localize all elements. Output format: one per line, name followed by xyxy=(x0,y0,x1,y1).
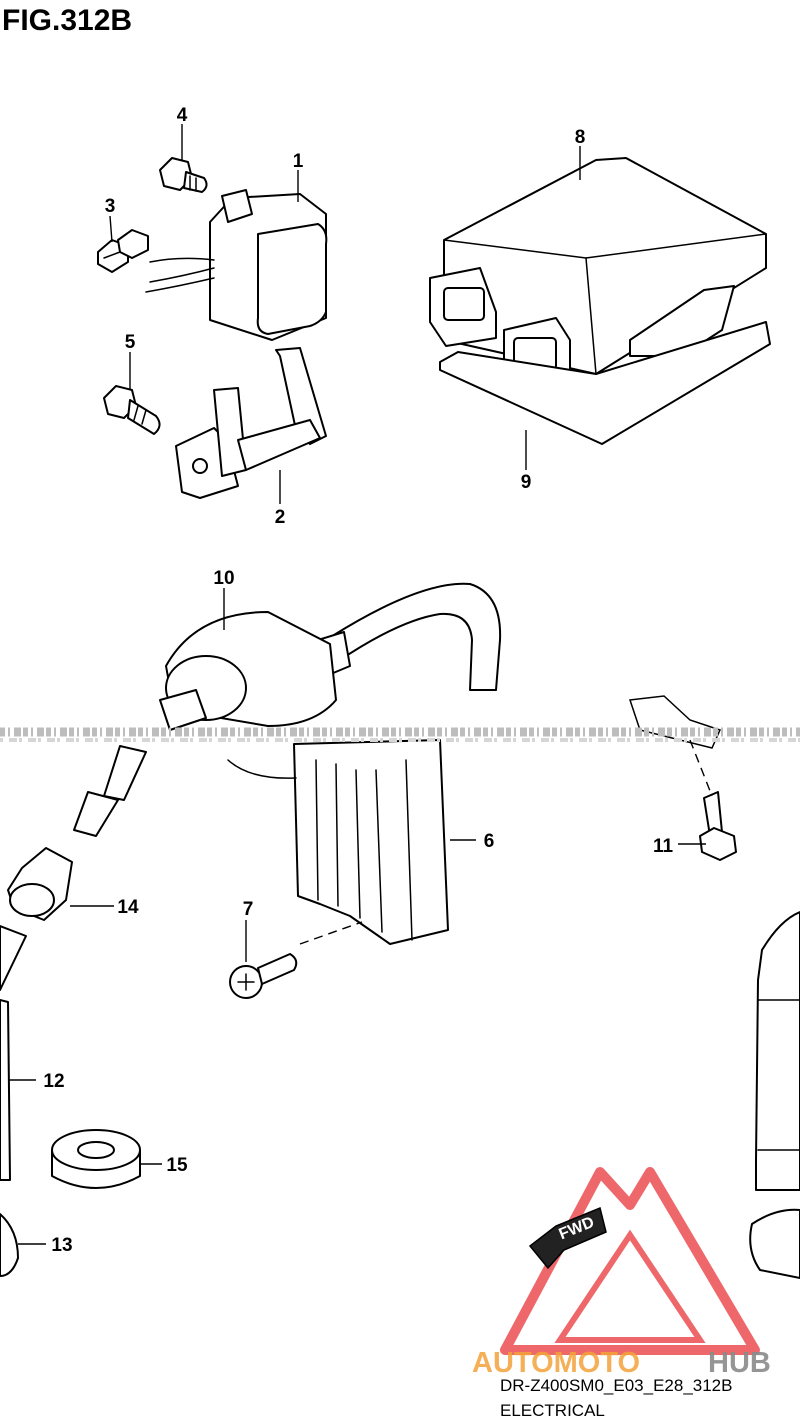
callout-11: 11 xyxy=(653,836,674,857)
callout-3: 3 xyxy=(105,196,116,217)
figure-title: FIG.312B xyxy=(2,4,132,37)
scan-noise-band xyxy=(0,727,800,742)
part-5-bolt xyxy=(103,385,161,435)
callout-12: 12 xyxy=(43,1071,64,1092)
leader-lines xyxy=(8,124,706,1245)
part-12-lead xyxy=(0,911,800,1191)
part-4-bolt xyxy=(159,157,208,193)
part-1-relay xyxy=(145,189,328,341)
callout-10: 10 xyxy=(213,568,234,589)
watermark-logo: AUTOMOTO HUB xyxy=(472,1167,771,1379)
diagram-section: ELECTRICAL xyxy=(500,1401,605,1420)
callout-6: 6 xyxy=(484,831,495,852)
watermark-text-gray: HUB xyxy=(708,1347,771,1379)
part-13-boot xyxy=(0,1208,800,1279)
callout-7: 7 xyxy=(243,899,254,920)
part-10-coil xyxy=(159,582,502,731)
part-11-bolt xyxy=(628,695,737,861)
callout-13: 13 xyxy=(51,1235,72,1256)
part-3-clips xyxy=(97,229,149,273)
callout-1: 1 xyxy=(293,151,304,172)
callout-5: 5 xyxy=(125,332,136,353)
part-6-regulator xyxy=(227,739,449,945)
callout-2: 2 xyxy=(275,507,286,528)
callout-15: 15 xyxy=(166,1155,188,1176)
part-15-grommet xyxy=(51,1129,141,1189)
part-8-ecu xyxy=(429,157,767,383)
fwd-arrow-badge: FWD xyxy=(528,1206,607,1270)
part-2-bracket xyxy=(175,347,327,499)
part-9-pad xyxy=(439,321,771,445)
part-7-screw xyxy=(229,921,363,999)
callout-8: 8 xyxy=(575,127,586,148)
callouts: 4 1 3 5 2 8 9 10 6 11 7 14 12 15 13 xyxy=(43,105,673,1256)
callout-9: 9 xyxy=(521,472,532,493)
diagram-code: DR-Z400SM0_E03_E28_312B xyxy=(500,1376,732,1395)
callout-14: 14 xyxy=(117,897,139,918)
callout-4: 4 xyxy=(177,105,188,126)
part-14-cap xyxy=(0,745,147,991)
watermark-text-orange: AUTOMOTO xyxy=(472,1347,640,1379)
